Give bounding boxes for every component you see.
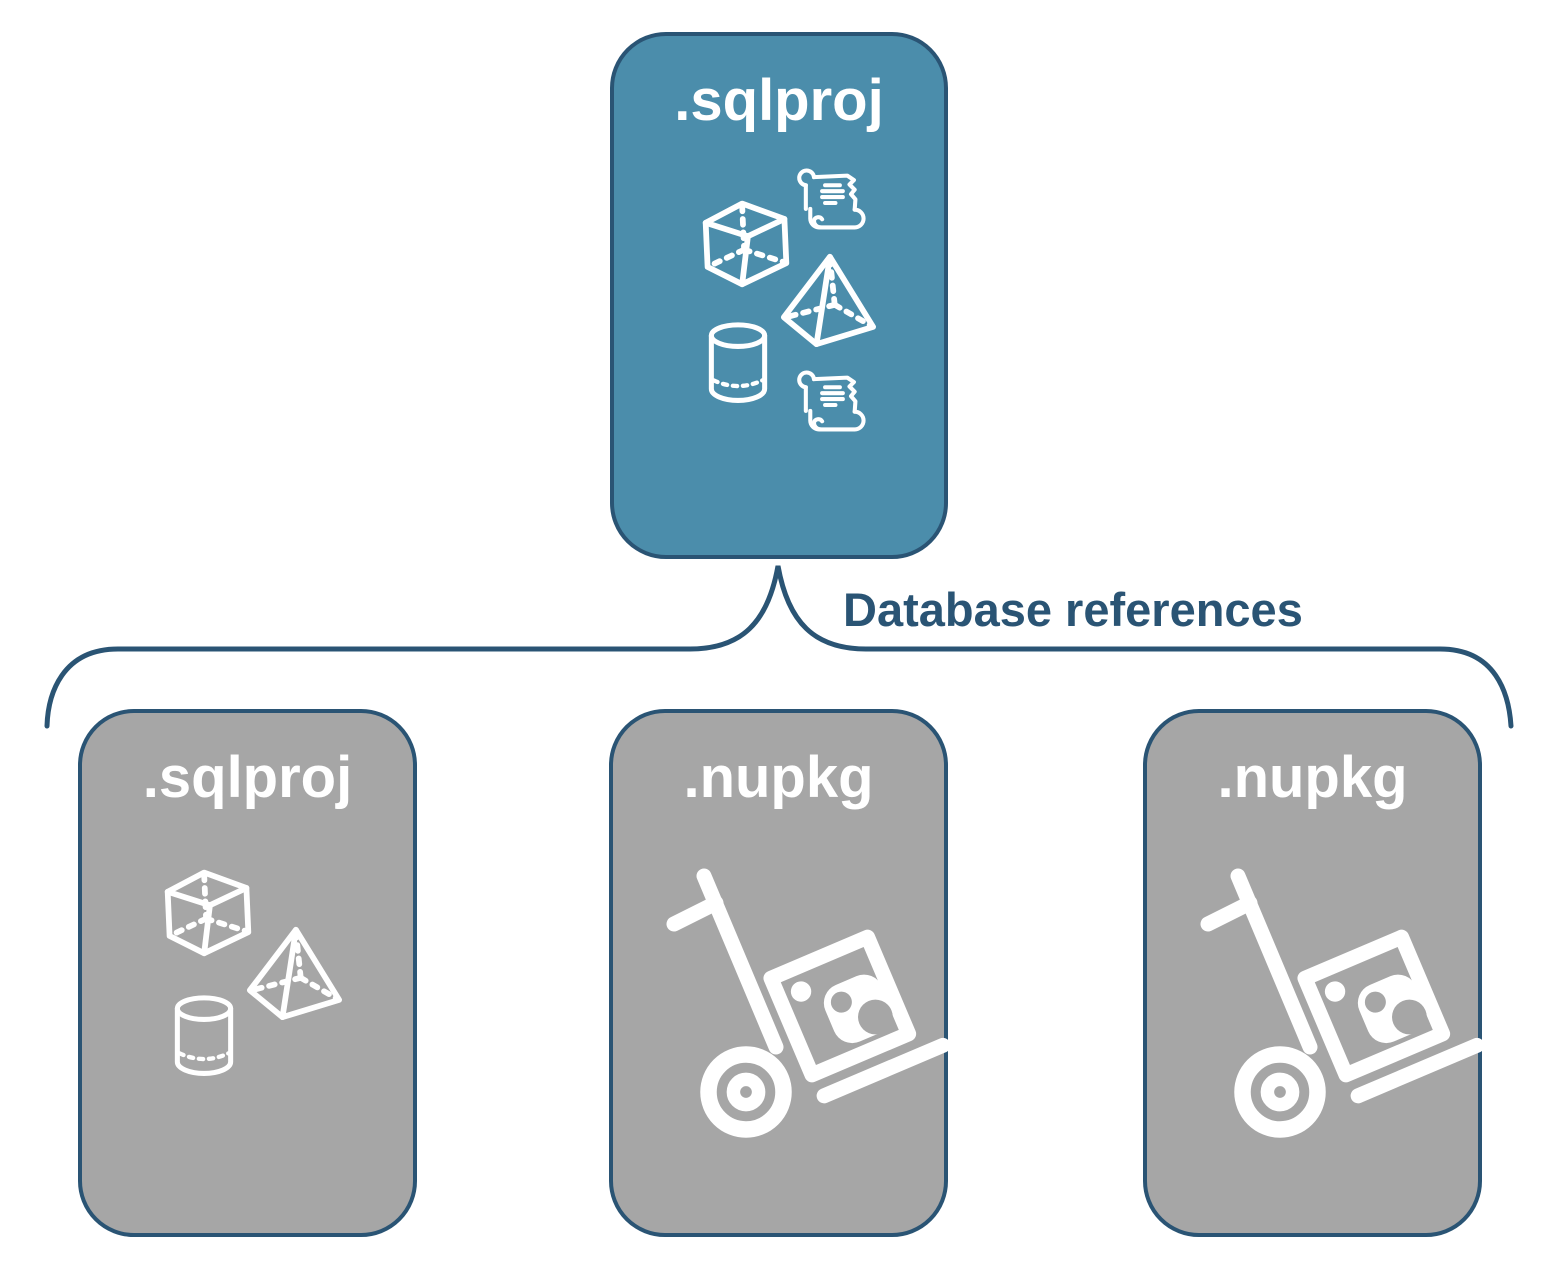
cylinder-icon bbox=[168, 989, 240, 1083]
card-title: .nupkg bbox=[1217, 745, 1408, 810]
card-title: .sqlproj bbox=[142, 745, 353, 810]
card-sqlproj-root: .sqlproj bbox=[610, 32, 948, 559]
connector-label: Database references bbox=[843, 583, 1303, 636]
card-title: .nupkg bbox=[683, 745, 874, 810]
nuget-handtruck-icon bbox=[653, 861, 953, 1161]
sql-script-icon bbox=[794, 164, 868, 242]
card-title: .sqlproj bbox=[674, 68, 884, 133]
pyramid-icon bbox=[240, 925, 348, 1021]
card-nupkg-child-1: .nupkg bbox=[609, 709, 948, 1237]
card-sqlproj-child: .sqlproj bbox=[78, 709, 417, 1237]
pyramid-icon bbox=[774, 252, 882, 348]
nuget-handtruck-icon bbox=[1187, 861, 1487, 1161]
cylinder-icon bbox=[702, 316, 774, 410]
sql-script-icon bbox=[794, 366, 868, 444]
card-nupkg-child-2: .nupkg bbox=[1143, 709, 1482, 1237]
